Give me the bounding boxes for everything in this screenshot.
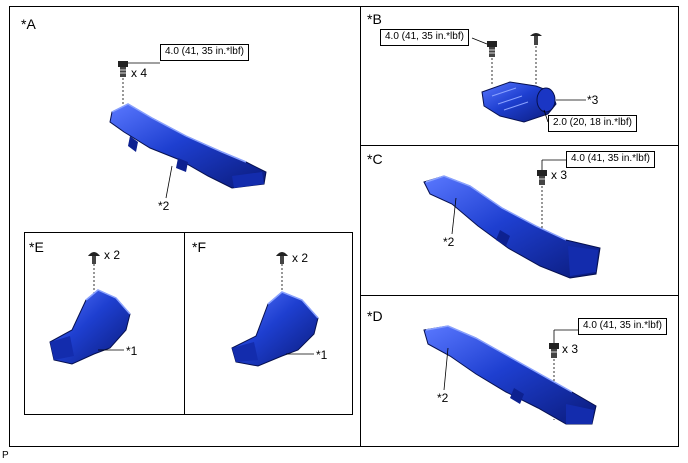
part-leader-line: [443, 347, 449, 391]
part-number-label: *2: [443, 235, 455, 249]
bolt-icon: [537, 170, 547, 185]
torque-callout: 4.0 (41, 35 in.*lbf): [380, 29, 469, 46]
torque-leader-line: [471, 37, 488, 45]
part-number-label: *1: [126, 344, 138, 358]
clip-icon: [276, 252, 288, 264]
part-number-label: *1: [316, 348, 328, 362]
part-number-label: *2: [437, 391, 449, 405]
panel-d: [360, 295, 679, 447]
bolt-icon: [549, 343, 559, 358]
panel-f: [184, 232, 353, 415]
air-duct-part: [49, 289, 131, 365]
figure-id-label: P: [2, 450, 9, 461]
air-duct-part: [481, 81, 557, 123]
panel-d-label: *D: [367, 308, 383, 324]
panel-c-label: *C: [367, 151, 383, 167]
torque-callout: 2.0 (20, 18 in.*lbf): [548, 115, 637, 132]
torque-callout: 4.0 (41, 35 in.*lbf): [566, 151, 655, 168]
quantity-label: x 2: [292, 251, 309, 265]
air-duct-part: [231, 291, 319, 367]
panel-e-label: *E: [29, 239, 44, 255]
bolt-icon: [487, 41, 497, 57]
clip-icon: [530, 33, 542, 45]
quantity-label: x 2: [104, 248, 121, 262]
part-leader-line: [451, 197, 457, 235]
panel-b-label: *B: [367, 11, 382, 27]
air-duct-part: [109, 103, 267, 189]
quantity-label: x 4: [131, 66, 148, 80]
part-number-label: *3: [587, 93, 599, 107]
quantity-label: x 3: [551, 168, 568, 182]
air-duct-part: [423, 325, 597, 425]
air-duct-part: [423, 175, 601, 279]
part-number-label: *2: [158, 199, 170, 213]
torque-callout: 4.0 (41, 35 in.*lbf): [578, 318, 667, 335]
clip-icon: [88, 252, 100, 264]
panel-f-label: *F: [192, 239, 206, 255]
torque-leader-line: [543, 109, 549, 123]
part-leader-line: [165, 165, 173, 199]
panel-a-label: *A: [21, 16, 36, 32]
bolt-icon: [118, 61, 128, 77]
quantity-label: x 3: [562, 342, 579, 356]
torque-callout: 4.0 (41, 35 in.*lbf): [160, 44, 249, 61]
